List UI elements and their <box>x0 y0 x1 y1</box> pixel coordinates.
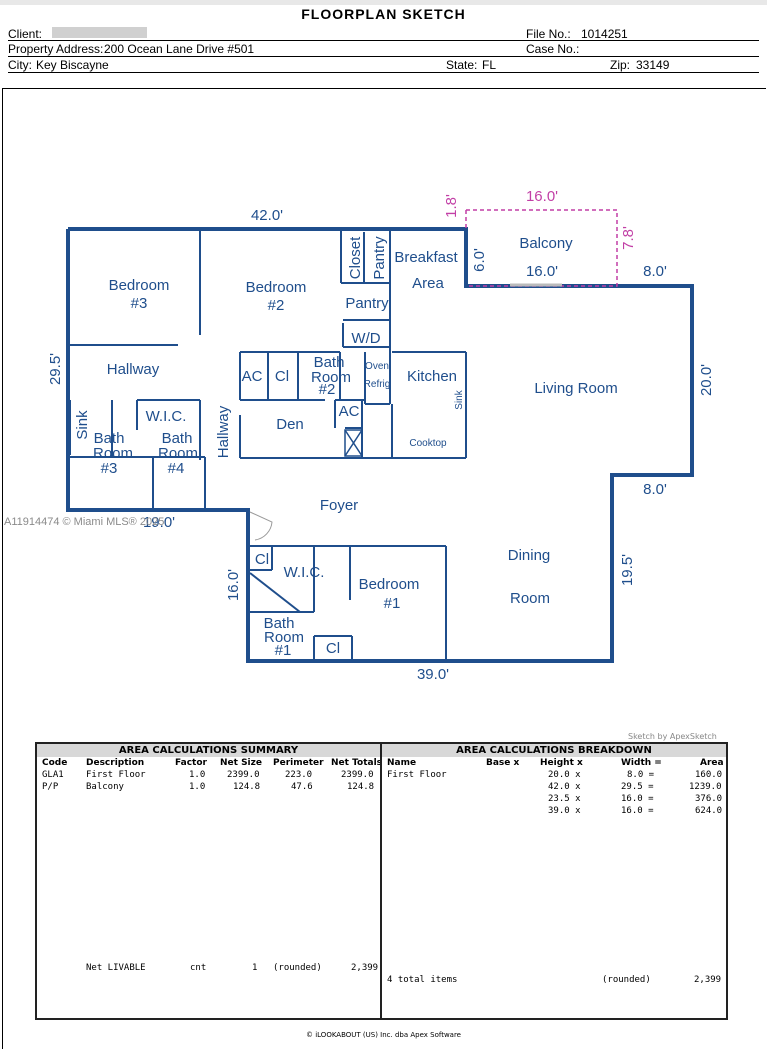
room-label: Room <box>264 629 304 646</box>
top-bar <box>0 0 767 5</box>
room-label: Kitchen <box>407 368 457 385</box>
file-no-label: File No.: <box>526 27 571 41</box>
room-label: Foyer <box>320 497 358 514</box>
footer-copyright: © iLOOKABOUT (US) Inc. dba Apex Software <box>305 1031 461 1039</box>
room-label: Area <box>412 275 444 292</box>
sketch-frame <box>2 88 766 1049</box>
dimension-label: 20.0' <box>698 364 715 396</box>
watermark: A11914474 © Miami MLS® 2025 <box>4 516 165 528</box>
room-label: Sink <box>74 410 91 440</box>
room-label: #4 <box>168 460 185 477</box>
room-label: W.I.C. <box>284 564 325 581</box>
room-label: Dining <box>508 547 551 564</box>
exterior-wall <box>66 227 694 663</box>
room-label: Cl <box>255 551 269 568</box>
table-row: 23.5 x 16.0 = 376.0 <box>548 794 723 804</box>
total-items-row: 4 total items (rounded) 2,399 <box>387 975 722 985</box>
room-label: Bath <box>314 354 345 371</box>
room-label: Oven <box>365 361 389 372</box>
room-label: Closet <box>347 236 364 279</box>
door-swing <box>249 511 273 541</box>
property-label: Property Address: <box>8 42 104 56</box>
divider <box>8 40 759 41</box>
room-label: Pantry <box>371 236 388 280</box>
room-label: #3 <box>131 295 148 312</box>
zip-label: Zip: <box>610 58 631 72</box>
dimension-label: 16.0' <box>526 263 558 280</box>
room-label: Living Room <box>534 380 617 397</box>
room-label: Cl <box>275 368 289 385</box>
room-label: #2 <box>319 381 336 398</box>
dimension-label: 6.0' <box>471 248 488 272</box>
breakdown-title: AREA CALCULATIONS BREAKDOWN <box>382 744 726 757</box>
client-label: Client: <box>8 27 43 41</box>
room-label: Bedroom <box>359 576 420 593</box>
room-label: #1 <box>275 642 292 659</box>
table-row: 42.0 x 29.5 = 1239.0 <box>548 782 722 792</box>
room-label: Room <box>311 369 351 386</box>
room-label: Bath <box>264 615 295 632</box>
room-label: AC <box>339 403 360 420</box>
state-label: State: <box>446 58 478 72</box>
client-redacted <box>52 27 147 38</box>
dimension-label: 7.8' <box>620 226 637 250</box>
room-label: #1 <box>384 595 401 612</box>
zip-value: 33149 <box>636 58 670 72</box>
room-label: W/D <box>351 330 380 347</box>
room-label: Bath <box>162 430 193 447</box>
sketch-by-label: Sketch by ApexSketch <box>628 732 717 741</box>
net-livable-row: Net LIVABLE cnt 1 (rounded) 2,399 <box>86 963 379 973</box>
room-label: #2 <box>268 297 285 314</box>
room-label: Den <box>276 416 304 433</box>
room-label: Room <box>158 445 198 462</box>
city-label: City: <box>8 58 32 72</box>
dimension-label: 16.0' <box>526 188 558 205</box>
room-label: AC <box>242 368 263 385</box>
dimension-label: 8.0' <box>643 263 667 280</box>
table-row: 39.0 x 16.0 = 624.0 <box>548 806 723 816</box>
dimension-label: 16.0' <box>225 569 242 601</box>
room-label: Bedroom <box>109 277 170 294</box>
table-row: P/P Balcony 1.0 124.8 47.6 124.8 <box>42 782 375 792</box>
property-value: 200 Ocean Lane Drive #501 <box>104 42 255 56</box>
room-label: Hallway <box>107 361 160 378</box>
room-label: Breakfast <box>394 249 458 266</box>
room-label: Sink <box>454 389 465 409</box>
summary-header-row: Code Description Factor Net Size Perimet… <box>42 758 383 768</box>
room-label: Bath <box>94 430 125 447</box>
room-label: Cl <box>326 640 340 657</box>
room-label: Pantry <box>345 295 389 312</box>
table-row: First Floor 20.0 x 8.0 = 160.0 <box>387 770 723 780</box>
room-label: Cooktop <box>409 438 447 449</box>
room-label: #3 <box>101 460 118 477</box>
room-label: Hallway <box>215 405 232 458</box>
room-label: Room <box>93 445 133 462</box>
dimension-label: 29.5' <box>47 353 64 385</box>
state-value: FL <box>482 58 497 72</box>
divider <box>8 72 759 73</box>
page-title: FLOORPLAN SKETCH <box>301 6 466 22</box>
area-summary-table: AREA CALCULATIONS SUMMARY Code Descripti… <box>35 742 382 1020</box>
room-label: Bedroom <box>246 279 307 296</box>
dimension-label: 8.0' <box>643 481 667 498</box>
summary-title: AREA CALCULATIONS SUMMARY <box>37 744 380 757</box>
dimension-label: 1.8' <box>443 194 460 218</box>
file-no-value: 1014251 <box>581 27 628 41</box>
dimension-label: 19.5' <box>619 554 636 586</box>
breakdown-header-row: Name Base x Height x Width = Area <box>387 758 724 768</box>
dimension-label: 19.0' <box>143 514 175 531</box>
divider <box>8 56 759 57</box>
table-row: GLA1 First Floor 1.0 2399.0 223.0 2399.0 <box>42 770 374 780</box>
floorplan: Bedroom #3 Bedroom #2 Breakfast Area Bal… <box>47 188 715 683</box>
city-value: Key Biscayne <box>36 58 109 72</box>
room-label: Balcony <box>519 235 573 252</box>
room-label: Refrig <box>364 379 391 390</box>
room-label: W.I.C. <box>146 408 187 425</box>
dimension-label: 42.0' <box>251 207 283 224</box>
dimension-label: 39.0' <box>417 666 449 683</box>
room-label: Room <box>510 590 550 607</box>
case-no-label: Case No.: <box>526 42 580 56</box>
area-breakdown-table: AREA CALCULATIONS BREAKDOWN Name Base x … <box>380 742 728 1020</box>
